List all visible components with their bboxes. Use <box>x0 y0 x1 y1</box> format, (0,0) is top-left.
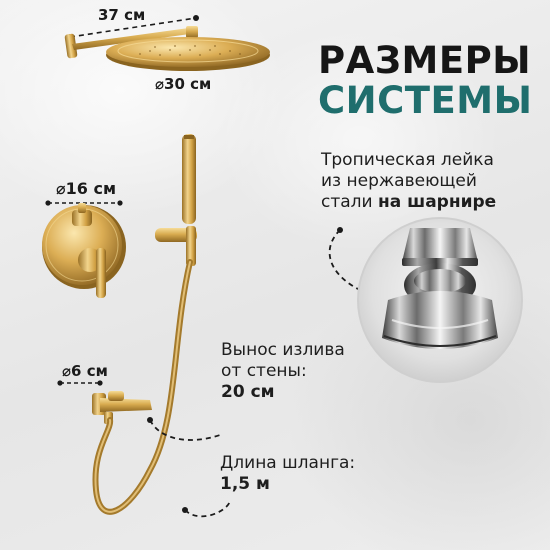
hose-line-1: Длина шланга: <box>220 453 356 473</box>
spout-line-2: от стены: <box>221 361 307 381</box>
arm-dimension-line <box>69 17 197 38</box>
title-line-2: СИСТЕМЫ <box>318 79 533 122</box>
hose-value: 1,5 м <box>220 474 390 495</box>
tropical-line-1: Тропическая лейка <box>321 150 494 170</box>
title-line-1: РАЗМЕРЫ <box>318 39 532 82</box>
spout-reach-caption: Вынос излива от стены: 20 см <box>221 340 381 403</box>
rain-head-diameter-label: ⌀30 см <box>155 75 212 93</box>
tropical-line-3-regular: стали <box>321 192 378 212</box>
ball-joint-closeup <box>357 217 523 383</box>
spout-value: 20 см <box>221 382 381 403</box>
spout-diameter-label: ⌀6 см <box>62 362 108 380</box>
hose <box>92 259 193 515</box>
tropical-line-3-bold: на шарнире <box>378 192 497 212</box>
mixer-diameter-label: ⌀16 см <box>56 179 117 198</box>
hand-shower <box>155 134 197 266</box>
bath-spout <box>92 391 152 424</box>
tropical-line-3: стали на шарнире <box>321 192 546 213</box>
tropical-shower-caption: Тропическая лейка из нержавеющей стали н… <box>321 150 546 213</box>
arm-length-label: 37 см <box>98 6 146 24</box>
spout-line-1: Вынос излива <box>221 340 345 360</box>
hose-value-text: 1,5 м <box>220 474 270 494</box>
tropical-line-2: из нержавеющей <box>321 171 477 191</box>
rain-shower <box>64 26 270 71</box>
wall-mixer <box>42 203 126 298</box>
spout-value-text: 20 см <box>221 382 275 402</box>
hose-length-caption: Длина шланга: 1,5 м <box>220 453 390 495</box>
